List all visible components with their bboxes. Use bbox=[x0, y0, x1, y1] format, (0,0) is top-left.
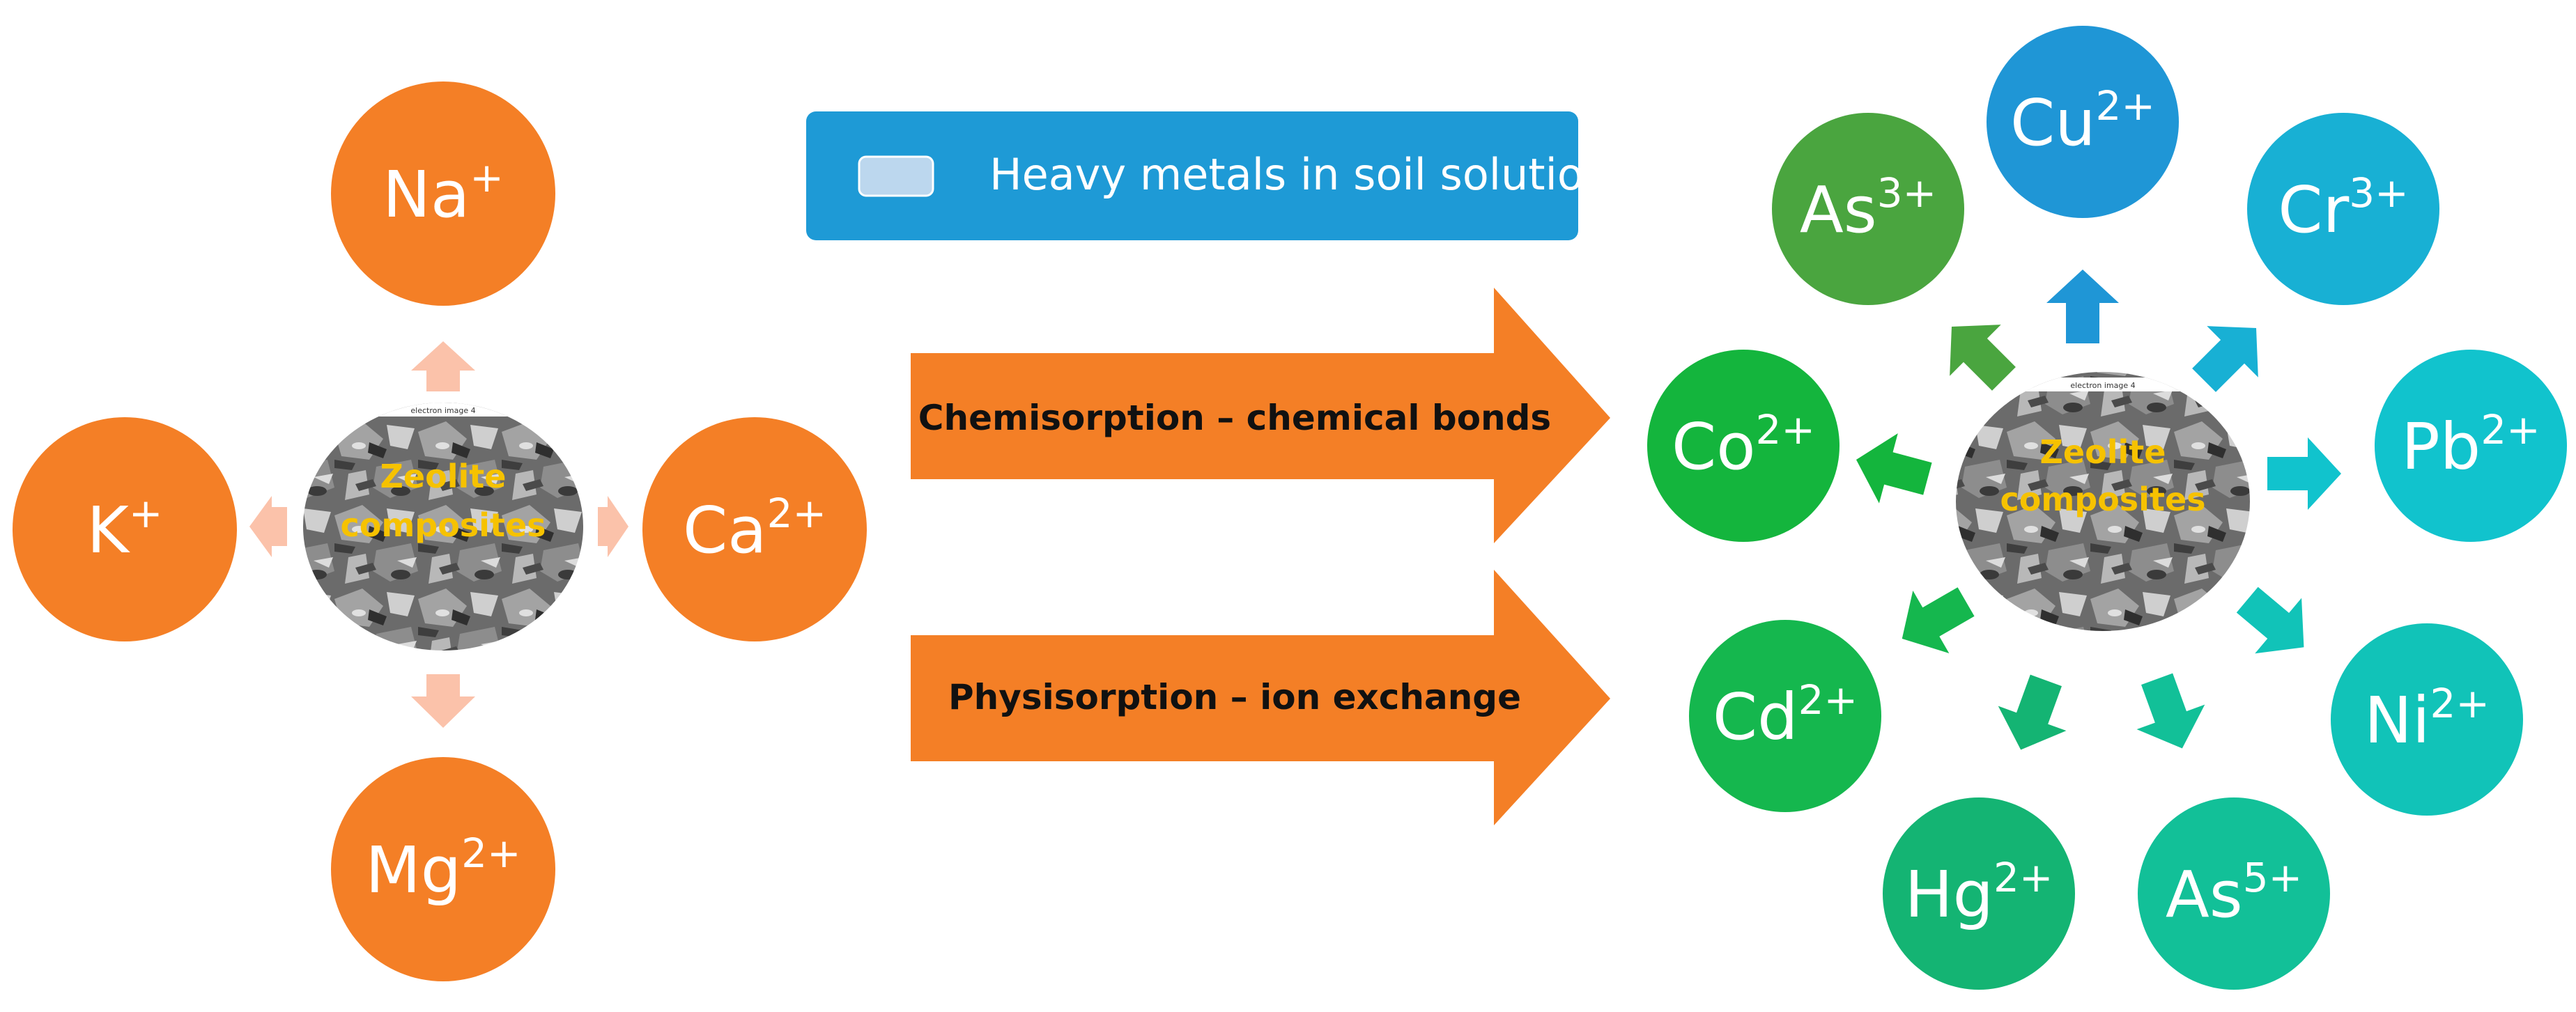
legend-box: Heavy metals in soil solution bbox=[806, 111, 1611, 240]
process-label-chemisorption: Chemisorption – chemical bonds bbox=[918, 398, 1551, 438]
ion-cd-symbol: Cd bbox=[1713, 680, 1798, 754]
ion-pb-symbol: Pb bbox=[2401, 410, 2481, 484]
arrow-to-as3-icon bbox=[1950, 325, 2016, 391]
process-arrow-physisorption: Physisorption – ion exchange bbox=[911, 570, 1610, 825]
svg-text:Co2+: Co2+ bbox=[1672, 406, 1815, 484]
ion-as3-symbol: As bbox=[1800, 173, 1877, 247]
ion-as3: As3+ bbox=[1772, 113, 1964, 305]
ion-as3-charge: 3+ bbox=[1877, 169, 1937, 217]
ion-ni-symbol: Ni bbox=[2364, 683, 2430, 758]
process-arrow-chemisorption: Chemisorption – chemical bonds bbox=[911, 288, 1610, 543]
right-adsorption-group: electron image 4 Zeolite composites Cu2+… bbox=[1647, 26, 2567, 990]
ion-hg-symbol: Hg bbox=[1904, 857, 1993, 932]
right-core-caption: electron image 4 bbox=[2070, 381, 2135, 390]
arrow-left-icon bbox=[249, 496, 287, 557]
ion-mg-symbol: Mg bbox=[365, 833, 461, 908]
right-core-label-line1: Zeolite bbox=[2040, 433, 2166, 471]
left-zeolite-core: electron image 4 Zeolite composites bbox=[303, 403, 583, 651]
ion-cr-charge: 3+ bbox=[2349, 169, 2409, 217]
legend-swatch bbox=[858, 155, 934, 197]
left-core-caption: electron image 4 bbox=[410, 406, 475, 415]
right-zeolite-core: electron image 4 Zeolite composites bbox=[1956, 372, 2250, 631]
ion-mg: Mg2+ bbox=[331, 757, 555, 981]
svg-text:Ni2+: Ni2+ bbox=[2364, 680, 2490, 758]
svg-text:Cd2+: Cd2+ bbox=[1713, 676, 1858, 754]
ion-as5-symbol: As bbox=[2166, 857, 2243, 932]
ion-pb: Pb2+ bbox=[2375, 350, 2567, 542]
ion-cr: Cr3+ bbox=[2247, 113, 2439, 305]
arrow-to-cr-icon bbox=[2192, 326, 2258, 392]
right-core-label-line2: composites bbox=[2000, 481, 2205, 518]
ion-cu: Cu2+ bbox=[1987, 26, 2179, 218]
svg-text:Ca2+: Ca2+ bbox=[683, 490, 826, 568]
svg-text:Hg2+: Hg2+ bbox=[1904, 854, 2053, 932]
ion-na-symbol: Na bbox=[383, 157, 470, 232]
svg-text:Cu2+: Cu2+ bbox=[2010, 82, 2155, 160]
arrow-down-icon bbox=[411, 674, 475, 728]
arrow-to-pb-icon bbox=[2267, 437, 2341, 510]
ion-k-charge: + bbox=[129, 490, 163, 537]
svg-text:As5+: As5+ bbox=[2166, 854, 2302, 932]
svg-text:Pb2+: Pb2+ bbox=[2401, 406, 2540, 484]
ion-ca-charge: 2+ bbox=[767, 490, 827, 537]
ion-mg-charge: 2+ bbox=[461, 830, 521, 877]
right-radial-arrows bbox=[1856, 270, 2341, 750]
ion-na-charge: + bbox=[470, 154, 504, 201]
ion-as5-charge: 5+ bbox=[2243, 854, 2303, 901]
arrow-to-as5-icon bbox=[2136, 673, 2205, 749]
ion-pb-charge: 2+ bbox=[2481, 406, 2540, 453]
left-core-label-line2: composites bbox=[340, 506, 546, 544]
svg-text:Cr3+: Cr3+ bbox=[2278, 169, 2409, 247]
arrow-to-cu-icon bbox=[2046, 270, 2119, 343]
arrow-to-hg-icon bbox=[1998, 674, 2067, 750]
ion-k: K+ bbox=[13, 417, 237, 641]
ion-cd-charge: 2+ bbox=[1798, 676, 1858, 724]
ion-cd: Cd2+ bbox=[1689, 620, 1881, 812]
arrow-right-icon bbox=[598, 496, 628, 557]
ion-co: Co2+ bbox=[1647, 350, 1840, 542]
ion-co-charge: 2+ bbox=[1756, 406, 1816, 453]
left-exchange-group: electron image 4 Zeolite composites Na+ … bbox=[13, 81, 867, 981]
left-outward-arrows bbox=[249, 341, 628, 728]
ion-ca: Ca2+ bbox=[642, 417, 867, 641]
arrow-to-cd-icon bbox=[1902, 587, 1975, 654]
arrow-up-icon bbox=[411, 341, 475, 391]
ion-as5: As5+ bbox=[2138, 797, 2330, 990]
ion-hg: Hg2+ bbox=[1883, 797, 2075, 990]
arrow-to-co-icon bbox=[1856, 433, 1932, 504]
ion-cr-symbol: Cr bbox=[2278, 173, 2349, 247]
process-label-physisorption: Physisorption – ion exchange bbox=[948, 677, 1521, 717]
ion-hg-charge: 2+ bbox=[1993, 854, 2053, 901]
arrow-to-ni-icon bbox=[2236, 586, 2304, 654]
legend-background bbox=[806, 111, 1578, 240]
ion-ni-charge: 2+ bbox=[2430, 680, 2490, 727]
ion-na: Na+ bbox=[331, 81, 555, 306]
left-core-label-line1: Zeolite bbox=[380, 458, 507, 495]
ion-ca-symbol: Ca bbox=[683, 493, 767, 568]
svg-text:K+: K+ bbox=[87, 490, 163, 568]
ion-cu-charge: 2+ bbox=[2096, 82, 2156, 130]
svg-text:Na+: Na+ bbox=[383, 154, 504, 232]
ion-co-symbol: Co bbox=[1672, 410, 1756, 484]
legend-label: Heavy metals in soil solution bbox=[989, 149, 1611, 200]
svg-text:Mg2+: Mg2+ bbox=[365, 830, 520, 908]
ion-k-symbol: K bbox=[87, 493, 131, 568]
svg-text:As3+: As3+ bbox=[1800, 169, 1936, 247]
ion-cu-symbol: Cu bbox=[2010, 86, 2096, 160]
ion-ni: Ni2+ bbox=[2331, 623, 2523, 816]
